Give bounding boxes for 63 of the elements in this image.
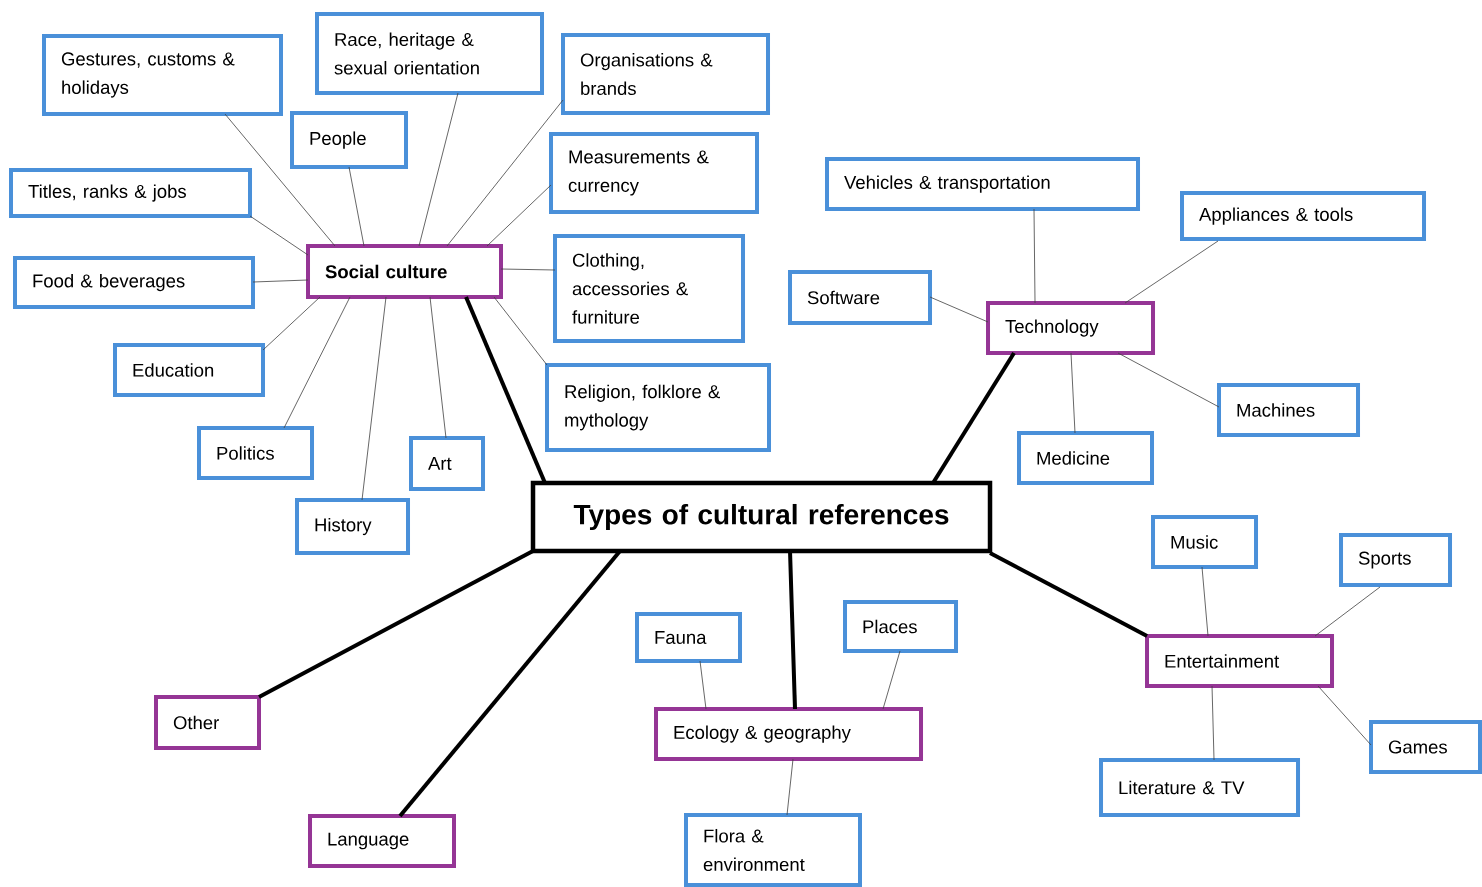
title-box: Types of cultural references (530, 480, 993, 554)
topic-box: Religion, folklore & mythology (545, 363, 771, 452)
topic-box: People (290, 111, 408, 169)
connector-line (1201, 566, 1209, 637)
topic-box: Places (843, 600, 958, 653)
topic-box: Appliances & tools (1180, 191, 1426, 241)
topic-box: Music (1151, 515, 1258, 569)
category-box: Entertainment (1145, 634, 1334, 688)
topic-box: Fauna (635, 612, 742, 663)
connector-line (486, 184, 552, 247)
connector-line (1314, 586, 1381, 637)
connector-line (249, 215, 309, 256)
topic-box: Food & beverages (13, 256, 255, 309)
topic-box: Art (409, 436, 485, 491)
connector-line (283, 296, 351, 429)
connector-line (989, 551, 1148, 638)
topic-box: Vehicles & transportation (825, 157, 1140, 211)
connector-line (446, 99, 564, 247)
topic-box: History (295, 498, 410, 555)
category-box: Social culture (306, 244, 503, 299)
connector-line (1211, 685, 1215, 761)
connector-line (1033, 208, 1036, 304)
topic-box: Sports (1339, 533, 1452, 587)
connector-line (224, 113, 336, 247)
topic-box: Software (788, 270, 932, 325)
topic-box: Clothing, accessories & furniture (553, 234, 745, 343)
connector-line (464, 296, 547, 484)
topic-box: Machines (1217, 383, 1360, 437)
connector-line (252, 279, 309, 283)
connector-line (418, 92, 459, 247)
topic-box: Measurements & currency (549, 132, 759, 214)
topic-box: Organisations & brands (561, 33, 770, 115)
topic-box: Gestures, customs & holidays (42, 34, 283, 116)
connector-line (429, 296, 447, 439)
connector-line (500, 268, 556, 271)
connector-line (929, 296, 989, 323)
connector-line (1070, 352, 1076, 434)
connector-line (931, 351, 1016, 485)
connector-line (348, 166, 365, 247)
category-box: Ecology & geography (654, 707, 923, 761)
connector-line (398, 549, 622, 818)
category-box: Other (154, 695, 261, 750)
connector-line (699, 660, 707, 710)
connector-line (1317, 685, 1372, 746)
category-box: Technology (986, 301, 1155, 355)
connector-line (786, 758, 794, 816)
topic-box: Titles, ranks & jobs (9, 168, 252, 218)
category-box: Language (308, 814, 456, 868)
topic-box: Flora & environment (684, 813, 862, 887)
connector-line (361, 296, 387, 501)
topic-box: Race, heritage & sexual orientation (315, 12, 544, 95)
topic-box: Education (113, 343, 265, 397)
connector-line (788, 550, 797, 710)
topic-box: Medicine (1017, 431, 1154, 485)
connector-line (258, 549, 534, 699)
connector-line (1117, 352, 1220, 408)
connector-line (1124, 240, 1219, 304)
connector-line (493, 296, 548, 366)
connector-line (262, 296, 321, 351)
topic-box: Literature & TV (1099, 758, 1300, 817)
topic-box: Politics (197, 426, 314, 480)
connector-line (882, 650, 901, 710)
topic-box: Games (1369, 720, 1482, 774)
